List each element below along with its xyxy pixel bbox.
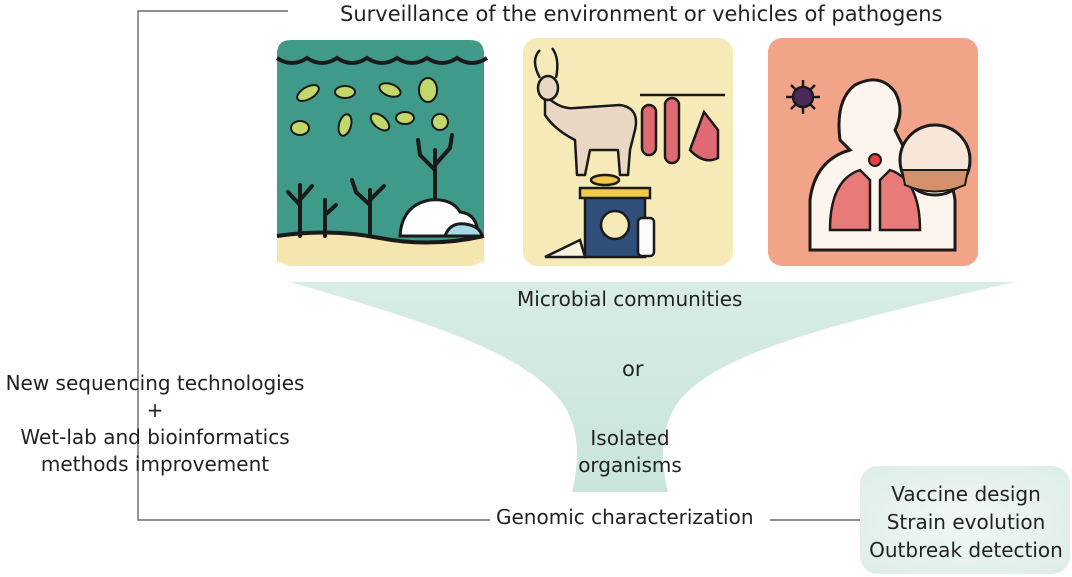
drivers-line-1: New sequencing technologies [5, 371, 305, 395]
human-respiratory-illustration [768, 38, 978, 266]
application-item: Strain evolution [886, 510, 1046, 534]
drivers-line-2: + [146, 398, 164, 422]
application-item: Outbreak detection [869, 538, 1063, 562]
or-label: or [622, 357, 644, 381]
microbial-communities-label: Microbial communities [517, 287, 743, 311]
drivers-text: New sequencing technologies + Wet-lab an… [0, 370, 310, 478]
application-item: Vaccine design [891, 482, 1041, 506]
funnel-shape [290, 282, 1015, 492]
food-animal-products-illustration [523, 38, 733, 266]
applications-list: Vaccine design Strain evolution Outbreak… [862, 480, 1070, 564]
bracket-lines [137, 10, 860, 521]
diagram-title: Surveillance of the environment or vehic… [340, 2, 943, 26]
drivers-line-4: methods improvement [40, 452, 270, 476]
isolated-organisms-label: Isolated organisms [560, 425, 700, 479]
genomic-characterization-label: Genomic characterization [496, 505, 754, 529]
aquatic-environment-illustration [275, 40, 489, 266]
drivers-line-3: Wet-lab and bioinformatics [20, 425, 290, 449]
isolated-label-line2: organisms [578, 453, 682, 477]
isolated-label-line1: Isolated [590, 426, 670, 450]
applications-box [860, 466, 1070, 574]
